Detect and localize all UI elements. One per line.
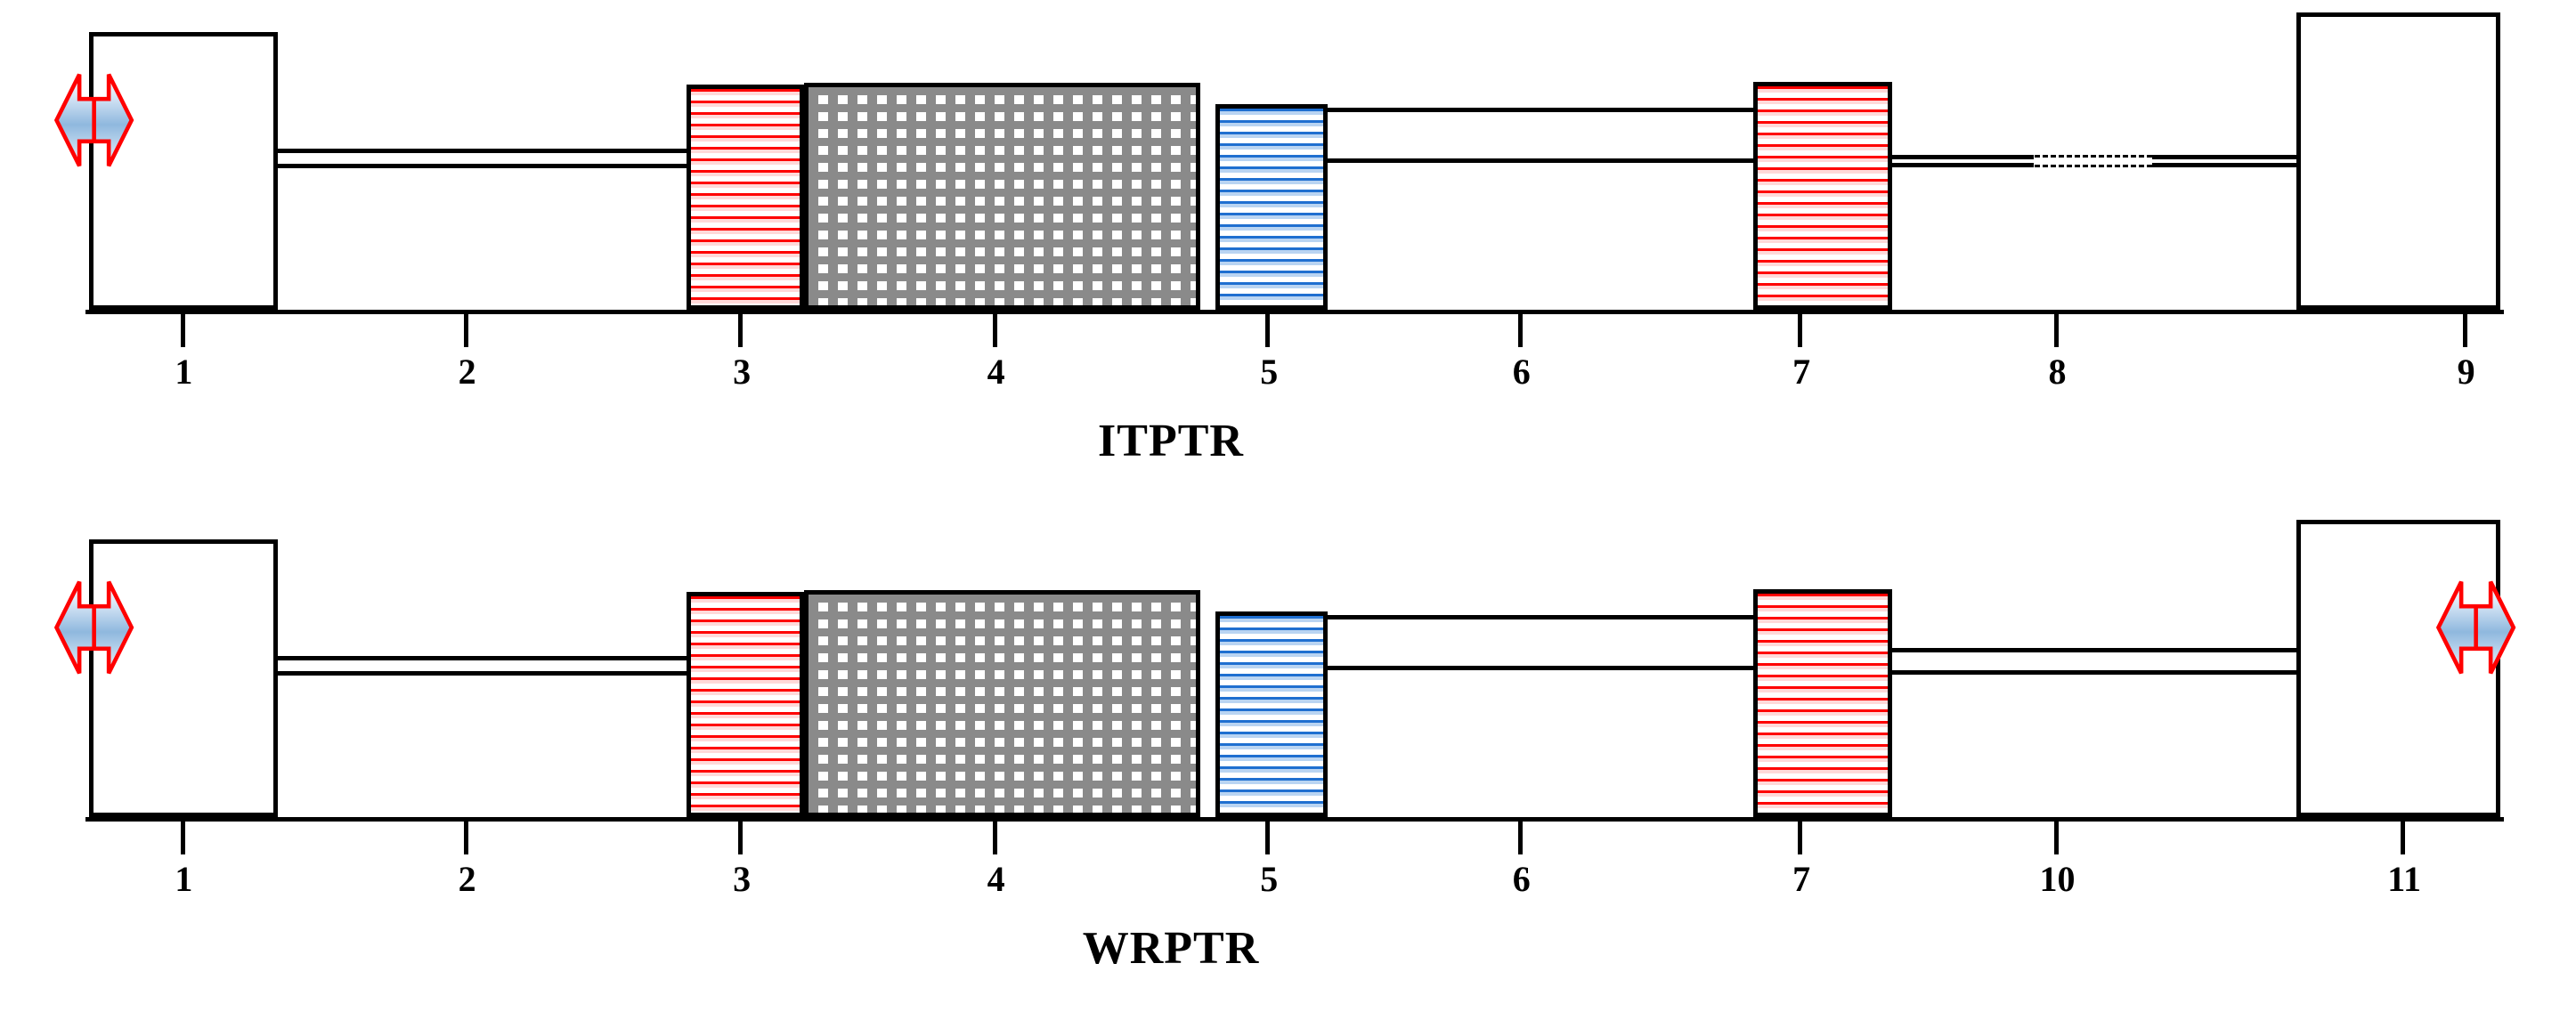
axis-tick (1517, 817, 1523, 854)
exon-box-7 (1753, 82, 1893, 310)
exon-number-label: 5 (1260, 859, 1279, 899)
axis-tick (1517, 310, 1523, 347)
axis-tick (2401, 817, 2406, 854)
intron-segment (265, 149, 696, 168)
exon-number-label: 2 (458, 352, 476, 392)
intron-segment (1321, 108, 1764, 163)
exon-number-label: 2 (458, 859, 476, 899)
exon-number-label: 4 (987, 859, 1005, 899)
baseline-axis (85, 817, 2504, 822)
axis-tick (2462, 310, 2467, 347)
exon-number-label: 6 (1512, 352, 1531, 392)
exon-number-label: 6 (1512, 859, 1531, 899)
axis-tick (1798, 817, 1803, 854)
axis-tick (1265, 817, 1271, 854)
double-headed-arrow-marker (13, 71, 175, 169)
exon-number-label: 1 (175, 352, 193, 392)
exon-box-4 (803, 590, 1201, 817)
axis-tick (738, 310, 744, 347)
intron-segment (265, 656, 696, 676)
intron-segment (1321, 615, 1764, 670)
axis-tick (1265, 310, 1271, 347)
exon-box-3 (687, 592, 804, 817)
exon-box-11 (2296, 520, 2501, 817)
exon-box-7 (1753, 589, 1893, 817)
baseline-axis (85, 310, 2504, 314)
gene-name-label: WRPTR (1082, 923, 1260, 974)
axis-tick (738, 817, 744, 854)
gene-name-label: ITPTR (1098, 416, 1244, 466)
axis-tick (1798, 310, 1803, 347)
axis-tick (992, 310, 997, 347)
exon-number-label: 5 (1260, 352, 1279, 392)
double-headed-arrow-marker (13, 579, 175, 676)
exon-box-3 (687, 85, 804, 310)
intron-segment (2026, 155, 2161, 167)
exon-number-label: 10 (2039, 859, 2076, 899)
intron-segment (1885, 648, 2307, 675)
exon-box-9 (2296, 12, 2501, 310)
axis-tick (180, 310, 185, 347)
exon-number-label: 1 (175, 859, 193, 899)
axis-tick (2053, 310, 2059, 347)
exon-number-label: 7 (1792, 859, 1811, 899)
axis-tick (180, 817, 185, 854)
exon-number-label: 8 (2048, 352, 2067, 392)
axis-tick (463, 817, 468, 854)
axis-tick (992, 817, 997, 854)
exon-number-label: 7 (1792, 352, 1811, 392)
exon-box-5 (1215, 104, 1328, 310)
exon-number-label: 11 (2387, 859, 2422, 899)
exon-number-label: 3 (733, 859, 752, 899)
exon-box-4 (803, 83, 1201, 310)
double-headed-arrow-marker (2395, 579, 2556, 676)
exon-number-label: 4 (987, 352, 1005, 392)
exon-box-5 (1215, 611, 1328, 817)
intron-segment (1885, 155, 2034, 167)
exon-number-label: 9 (2457, 352, 2475, 392)
exon-number-label: 3 (733, 352, 752, 392)
axis-tick (463, 310, 468, 347)
intron-segment (2151, 155, 2307, 167)
exon-box-1 (89, 32, 279, 310)
axis-tick (2053, 817, 2059, 854)
exon-box-1 (89, 539, 279, 817)
